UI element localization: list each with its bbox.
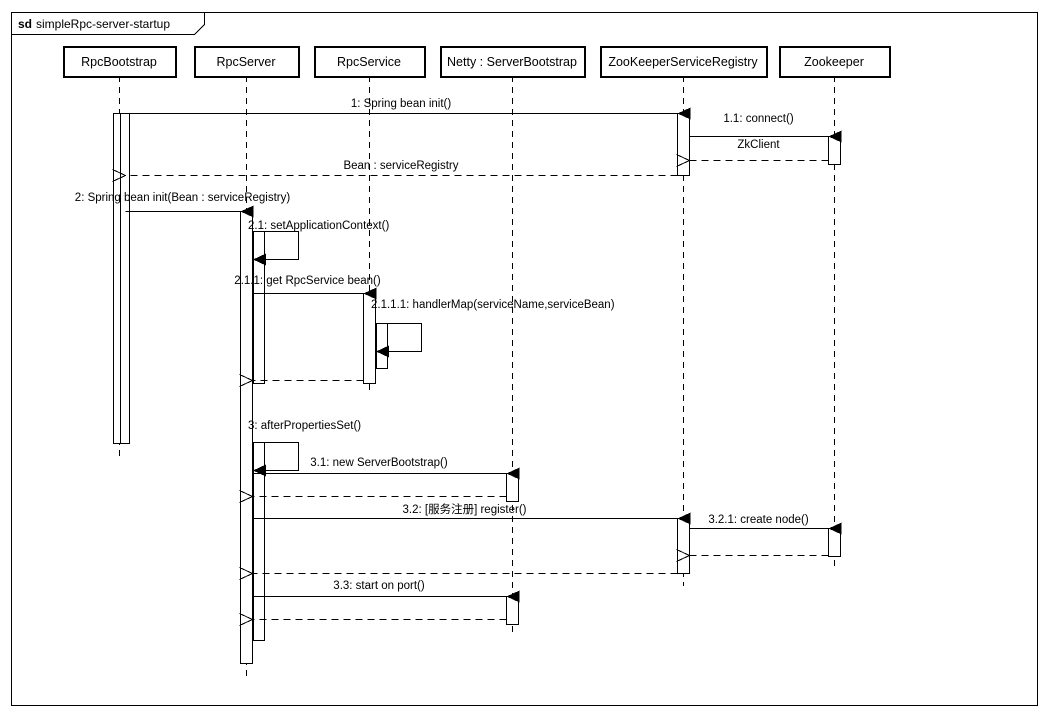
self-message-arrow-m2_1_1_1	[376, 345, 389, 358]
message-label-m1: 1: Spring bean init()	[351, 98, 452, 110]
activation-act-zk-reg-2	[677, 518, 690, 574]
messages-layer: 1: Spring bean init() 1.1: connect() ZkCli…	[75, 98, 842, 626]
activation-act-server-inner	[253, 231, 265, 384]
self-message-arrow-m2_1	[253, 253, 266, 266]
activation-act-zk-reg-1	[677, 113, 690, 176]
message-arrowhead-m1r	[112, 169, 127, 182]
lifeline-header-netty[interactable]: Netty : ServerBootstrap	[440, 46, 586, 78]
message-label-m3_3: 3.3: start on port()	[333, 580, 425, 592]
message-arrowhead-m3_2r	[239, 567, 254, 580]
message-arrowhead-m2	[240, 205, 254, 218]
message-label-m3_1: 3.1: new ServerBootstrap()	[310, 457, 448, 469]
message-arrowhead-m1	[677, 107, 691, 120]
lifeline-headers-layer: RpcBootstrap RpcServer RpcService Netty : S…	[63, 46, 891, 78]
message-label-m1_1: 1.1: connect()	[723, 113, 793, 125]
self-message-line-m3	[252, 442, 299, 471]
frame-title-label: simpleRpc-server-startup	[36, 17, 170, 31]
message-label-m1r: Bean : serviceRegistry	[343, 160, 458, 172]
lifeline-label-rpcService: RpcService	[337, 55, 401, 69]
lifeline-header-zookeeper[interactable]: Zookeeper	[779, 46, 891, 78]
lifeline-label-zkRegistry: ZooKeeperServiceRegistry	[608, 55, 758, 69]
message-label-m2_1_1_1: 2.1.1.1: handlerMap(serviceName,serviceB…	[371, 299, 615, 311]
activation-act-service-inner	[376, 323, 388, 369]
self-message-line-m2_1_1_1	[375, 323, 422, 352]
message-label-m3: 3: afterPropertiesSet()	[248, 420, 361, 432]
message-arrowhead-m3_1	[506, 467, 520, 480]
message-arrowhead-m3_1r	[239, 490, 254, 503]
message-arrowhead-m3_2_1	[828, 522, 842, 535]
message-arrowhead-m1_1	[828, 130, 842, 143]
message-arrowhead-m2_1_1	[363, 287, 377, 300]
lifeline-box-netty[interactable]	[440, 46, 586, 78]
message-arrowhead-m3_2	[677, 512, 691, 525]
message-arrowhead-m2_1_1r	[239, 374, 254, 387]
lifeline-label-zookeeper: Zookeeper	[804, 55, 864, 69]
message-label-m3_2: 3.2: [服务注册] register()	[403, 502, 527, 516]
lifeline-header-rpcBootstrap[interactable]: RpcBootstrap	[63, 46, 177, 78]
frame-tab-shape	[11, 12, 205, 35]
message-arrowhead-m1_1r	[676, 154, 691, 167]
message-label-m2_1_1: 2.1.1: get RpcService bean()	[234, 275, 381, 287]
self-message-line-m2_1	[252, 231, 299, 260]
message-arrowhead-m3_3r	[239, 613, 254, 626]
lifeline-header-rpcServer[interactable]: RpcServer	[194, 46, 300, 78]
lifeline-label-rpcServer: RpcServer	[216, 55, 275, 69]
message-label-m2: 2: Spring bean init(Bean : serviceRegist…	[75, 192, 291, 204]
lifeline-box-rpcService[interactable]	[314, 46, 426, 78]
frame-keyword-label: sd	[18, 17, 32, 31]
message-label-m2_1: 2.1: setApplicationContext()	[248, 220, 389, 232]
activations-layer	[113, 113, 841, 664]
lifeline-header-rpcService[interactable]: RpcService	[314, 46, 426, 78]
lifeline-box-zkRegistry[interactable]	[600, 46, 768, 78]
lifeline-header-zkRegistry[interactable]: ZooKeeperServiceRegistry	[600, 46, 768, 78]
message-arrowhead-m3_2_1r	[676, 549, 691, 562]
diagram-frame-border	[11, 12, 1038, 706]
lifeline-label-rpcBootstrap: RpcBootstrap	[81, 55, 157, 69]
lifeline-box-rpcServer[interactable]	[194, 46, 300, 78]
message-label-m3_2_1: 3.2.1: create node()	[708, 514, 809, 526]
message-arrowhead-m3_3	[506, 590, 520, 603]
lifeline-box-rpcBootstrap[interactable]	[63, 46, 177, 78]
diagram-frame: sd simpleRpc-server-startup	[11, 12, 1038, 706]
lifeline-label-netty: Netty : ServerBootstrap	[447, 55, 577, 69]
message-label-m1_1r: ZkClient	[737, 139, 780, 151]
lifeline-box-zookeeper[interactable]	[779, 46, 891, 78]
activation-act-bootstrap-inner	[120, 113, 130, 444]
